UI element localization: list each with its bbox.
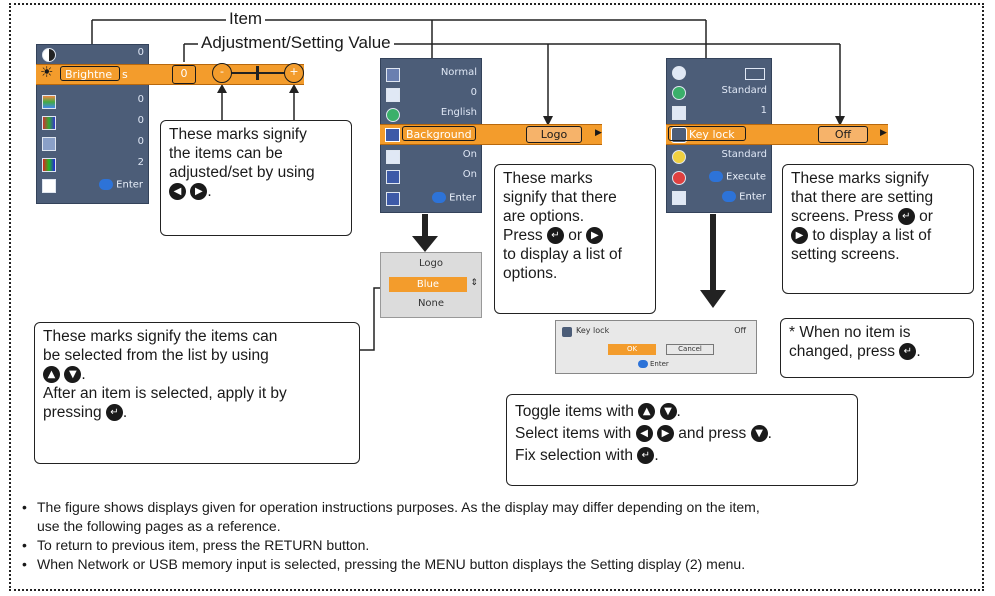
- keylock-dialog: Key lock Off OK Cancel Enter: [555, 320, 757, 374]
- right-button-icon: ▶: [190, 183, 208, 201]
- arrow-right-icon: ▶: [880, 127, 887, 137]
- down-button-icon: ▼: [64, 366, 82, 384]
- down-button-icon: ▼: [659, 403, 677, 421]
- keylock-dialog-icon: [562, 327, 572, 337]
- notes-list: The figure shows displays given for oper…: [22, 498, 760, 574]
- reset-icon: [42, 179, 56, 193]
- callout-no-item: * When no item is changed, press ↵.: [780, 318, 974, 378]
- right-button-icon: ▶: [791, 227, 808, 245]
- keylock-label: Key lock: [668, 126, 746, 141]
- display-setting-icon: [386, 150, 400, 164]
- note-item: When Network or USB memory input is sele…: [22, 555, 760, 574]
- power-icon: [672, 171, 686, 185]
- up-button-icon: ▲: [43, 366, 60, 384]
- enter-key-icon: [638, 360, 648, 368]
- enter-button-icon: ↵: [105, 404, 123, 422]
- callout-options: These marks signify that there are optio…: [494, 164, 656, 314]
- remote-icon: [672, 106, 686, 120]
- keystone-icon: [386, 88, 400, 102]
- item-label: Item: [226, 10, 266, 28]
- option-logo[interactable]: Logo: [419, 258, 443, 269]
- sharpness-icon: [42, 137, 56, 151]
- enter-key-icon: [432, 192, 447, 203]
- enter-button-icon: ↵: [899, 343, 917, 361]
- contrast-icon: [42, 48, 56, 62]
- down-button-icon: ▼: [750, 425, 768, 443]
- gamma-icon: [42, 158, 56, 172]
- enter-key-icon: [722, 191, 737, 202]
- tint-icon: [42, 116, 56, 130]
- lamp-icon: [672, 150, 686, 164]
- callout-screens: These marks signify that there are setti…: [782, 164, 974, 294]
- background-dropdown: Logo Blue ⇕ None: [380, 252, 482, 318]
- execute-key-icon: [709, 171, 723, 182]
- note-item: The figure shows displays given for oper…: [22, 498, 760, 517]
- background-value: Logo: [526, 126, 582, 143]
- enter-button-icon: ↵: [546, 227, 564, 245]
- background-icon: [385, 128, 400, 142]
- left-button-icon: ◀: [635, 425, 653, 443]
- color-icon: [42, 95, 56, 109]
- language-icon: [386, 108, 400, 122]
- adjustment-value-label: Adjustment/Setting Value: [198, 34, 394, 52]
- brightness-label-box: Brightne: [60, 66, 120, 81]
- slider-plus-button[interactable]: +: [284, 63, 304, 83]
- cancel-button[interactable]: Cancel: [666, 344, 714, 355]
- start-icon: [386, 170, 400, 184]
- enter-button-icon: ↵: [637, 447, 655, 465]
- ok-button[interactable]: OK: [608, 344, 656, 355]
- logo-icon: [386, 192, 400, 206]
- note-item-cont: use the following pages as a reference.: [37, 518, 281, 534]
- diagram-frame: [9, 3, 984, 591]
- keylock-value: Off: [818, 126, 868, 143]
- enter-key-icon: [99, 179, 114, 190]
- slider-minus-button[interactable]: -: [212, 63, 232, 83]
- up-button-icon: ▲: [638, 403, 656, 421]
- callout-adjust: These marks signify the items can be adj…: [160, 120, 352, 236]
- note-item: To return to previous item, press the RE…: [22, 536, 760, 555]
- callout-toggle: Toggle items with ▲ ▼. Select items with…: [506, 394, 858, 486]
- option-blue[interactable]: Blue: [389, 277, 467, 292]
- display-icon: [386, 68, 400, 82]
- settings-icon: [672, 66, 686, 80]
- enter-button-icon: ↵: [897, 208, 915, 226]
- fan-icon: [672, 86, 686, 100]
- background-label: Background: [402, 126, 476, 141]
- option-none[interactable]: None: [417, 298, 445, 309]
- keylock-icon: [671, 127, 687, 143]
- brightness-highlight[interactable]: [36, 64, 304, 85]
- brightness-value: 0: [172, 65, 196, 84]
- callout-list: These marks signify the items can be sel…: [34, 322, 360, 464]
- up-down-icon: ⇕: [470, 277, 478, 287]
- brightness-icon: ☀: [40, 64, 54, 81]
- security-icon: [672, 191, 686, 205]
- right-button-icon: ▶: [586, 227, 604, 245]
- right-button-icon: ▶: [656, 425, 674, 443]
- arrow-right-icon: ▶: [595, 127, 602, 137]
- left-button-icon: ◀: [169, 183, 186, 201]
- screen-icon: [745, 68, 765, 80]
- slider-thumb: [256, 66, 259, 80]
